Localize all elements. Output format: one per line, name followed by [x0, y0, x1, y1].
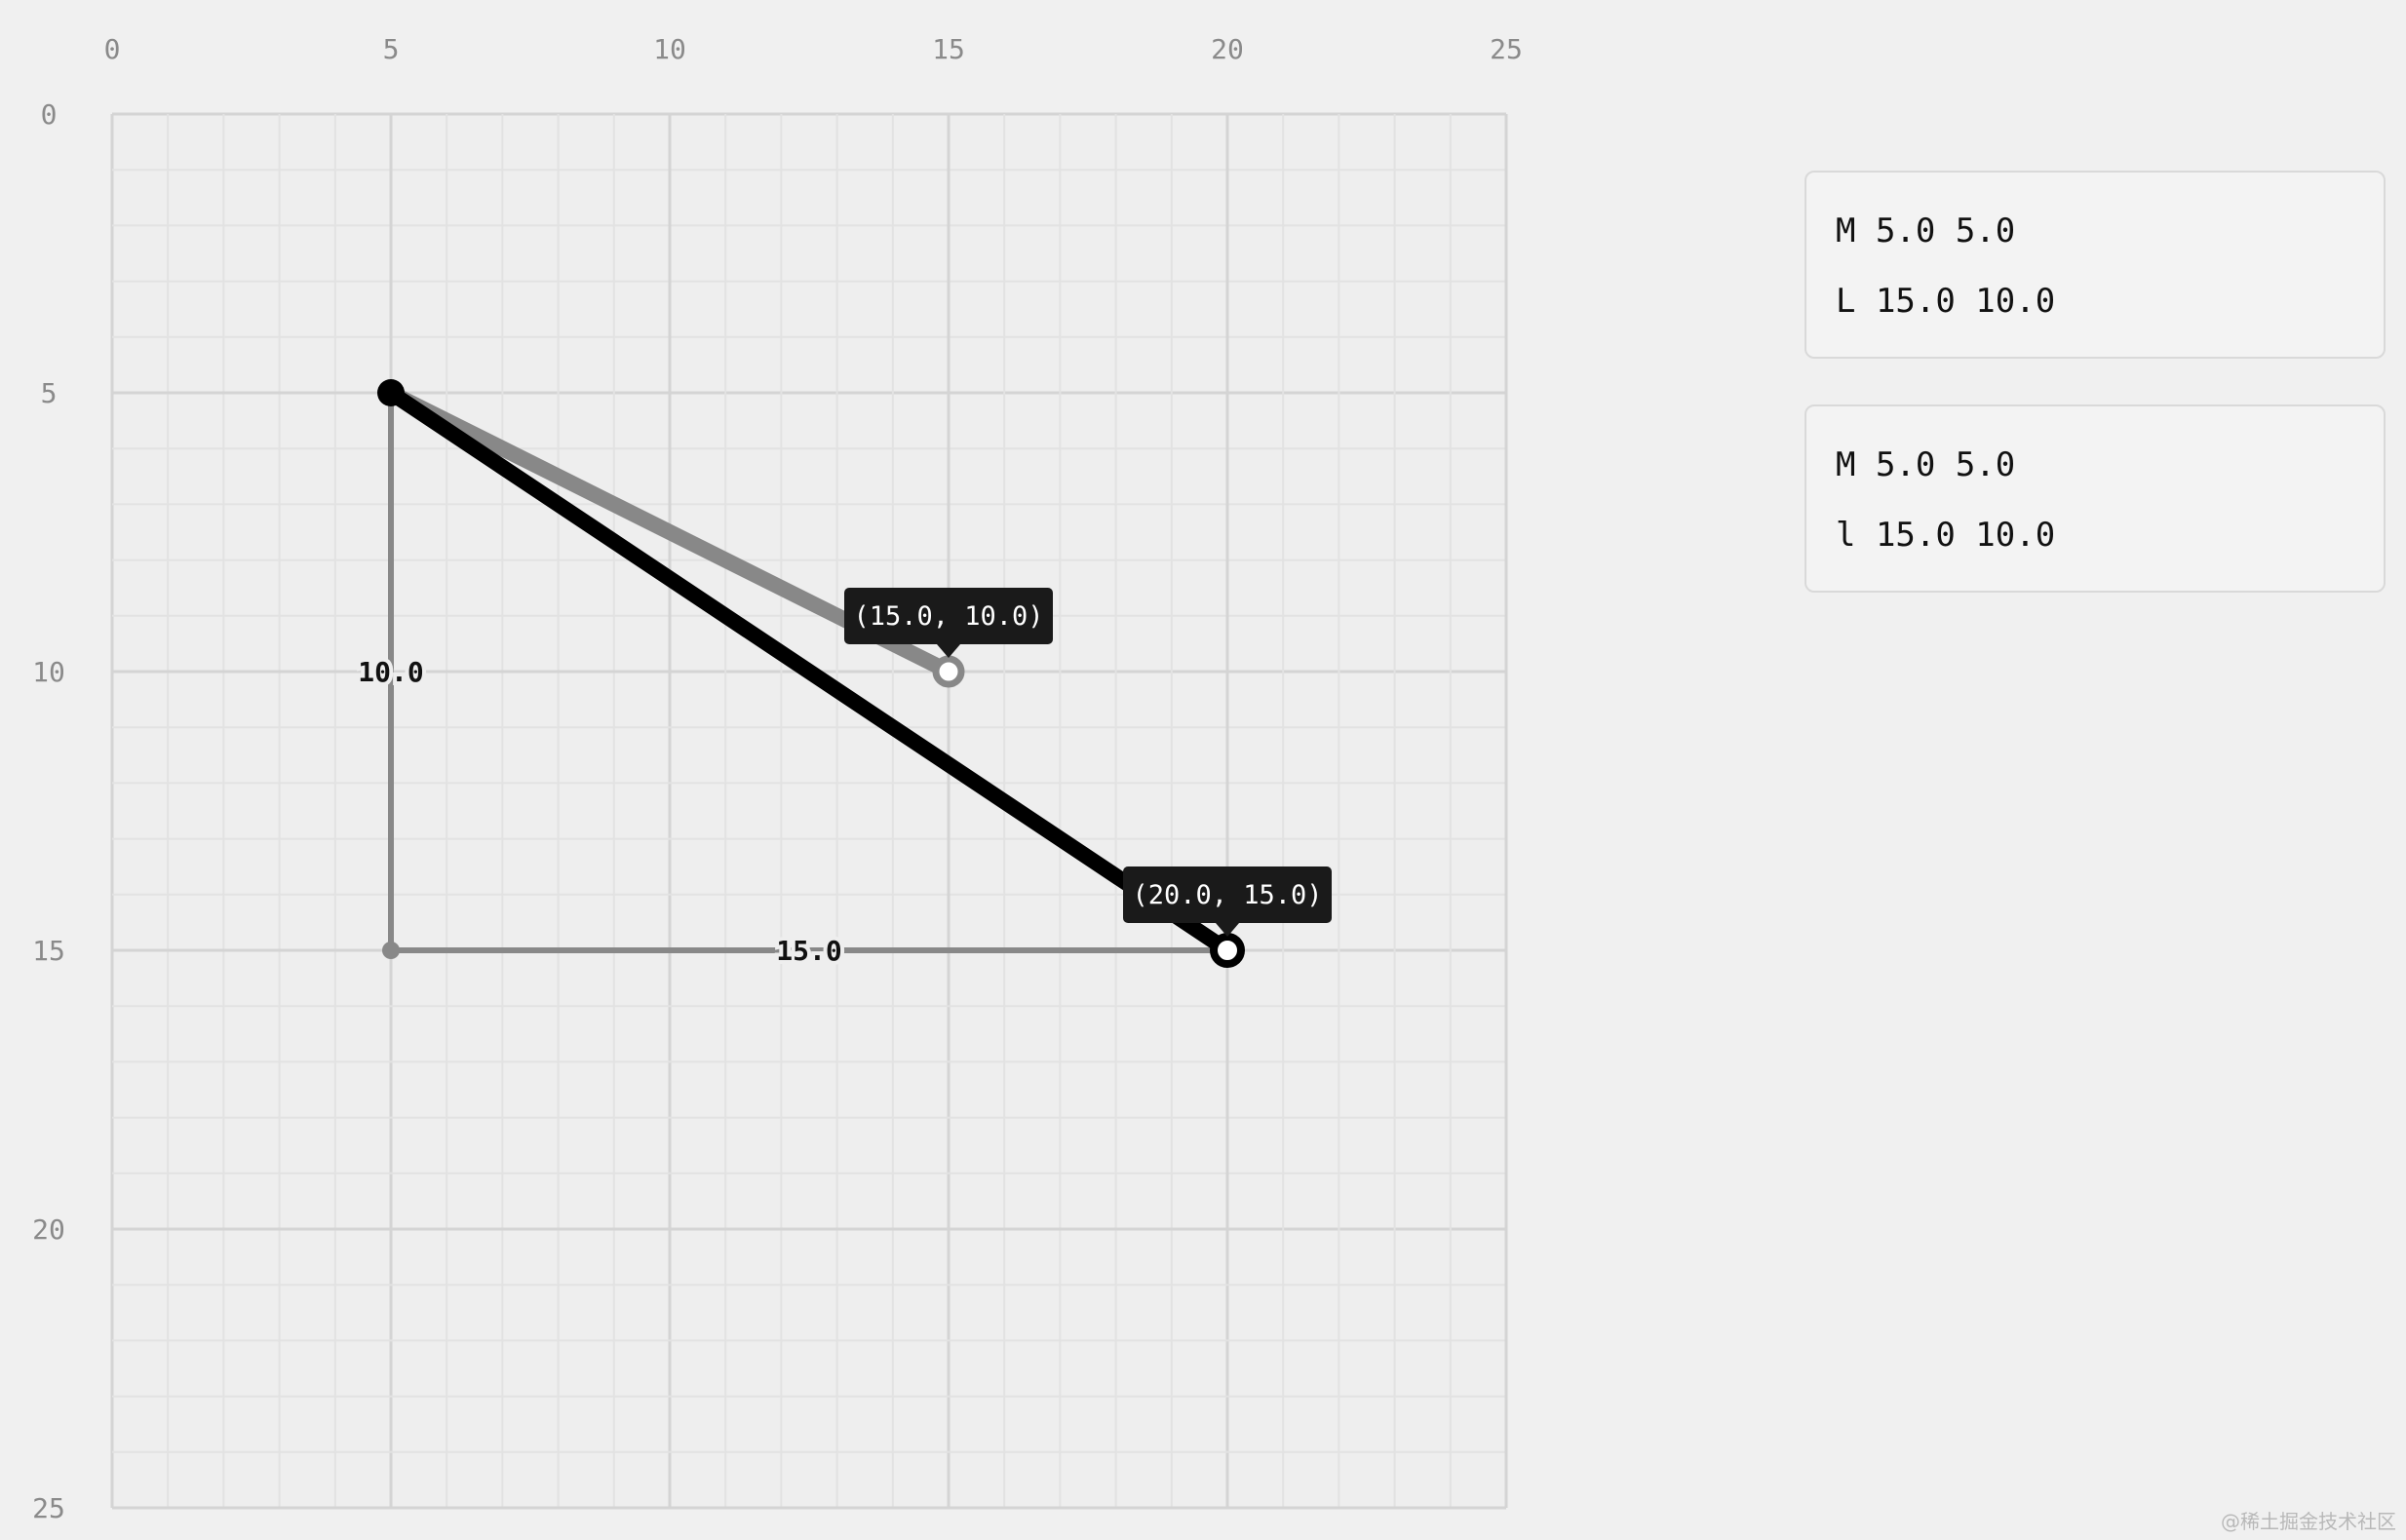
tooltip-box — [1123, 866, 1332, 923]
y-tick-label: 25 — [32, 1492, 65, 1524]
y-tick-label: 0 — [41, 98, 58, 131]
x-tick-label: 5 — [383, 33, 400, 65]
y-tick-label: 10 — [32, 656, 65, 688]
relative-end-tooltip: (20.0, 15.0) — [1123, 866, 1332, 937]
relative-path-line — [383, 385, 1235, 958]
path-points — [377, 379, 1245, 968]
absolute-end-handle[interactable] — [932, 655, 965, 688]
start-point — [377, 379, 405, 406]
command-line-absolute: L 15.0 10.0 — [1836, 282, 2056, 321]
grid — [110, 112, 1508, 1510]
coordinate-tooltips: (15.0, 10.0) (20.0, 15.0) — [844, 588, 1332, 937]
x-tick-label: 10 — [653, 33, 686, 65]
x-tick-label: 0 — [104, 33, 121, 65]
command-move: M 5.0 5.0 — [1836, 212, 2016, 250]
relative-end-handle[interactable] — [1210, 933, 1245, 968]
corner-point — [382, 942, 400, 959]
relative-command-panel: M 5.0 5.0 l 15.0 10.0 — [1804, 404, 2386, 593]
absolute-command-panel: M 5.0 5.0 L 15.0 10.0 — [1804, 171, 2386, 359]
measurement-guides — [382, 393, 1227, 959]
y-tick-label: 20 — [32, 1213, 65, 1246]
y-tick-label: 5 — [41, 377, 58, 409]
axis-labels: 0 5 10 15 20 25 0 5 10 15 20 25 — [32, 33, 1523, 1524]
tooltip-text: (15.0, 10.0) — [853, 601, 1043, 632]
absolute-end-tooltip: (15.0, 10.0) — [844, 588, 1053, 658]
command-move: M 5.0 5.0 — [1836, 445, 2016, 484]
y-tick-label: 15 — [32, 935, 65, 967]
x-tick-label: 25 — [1490, 33, 1523, 65]
vertical-measure-label: 10.0 — [358, 656, 423, 688]
watermark: @稀土掘金技术社区 — [2221, 1510, 2396, 1533]
grid-background — [112, 114, 1506, 1508]
tooltip-box — [844, 588, 1053, 644]
command-line-relative: l 15.0 10.0 — [1836, 516, 2056, 555]
tooltip-text: (20.0, 15.0) — [1132, 880, 1322, 910]
tooltip-arrow — [1216, 923, 1239, 937]
tooltip-arrow — [937, 644, 960, 658]
measure-labels: 10.0 15.0 — [354, 652, 845, 971]
x-tick-label: 20 — [1211, 33, 1244, 65]
horizontal-measure-label: 15.0 — [776, 935, 841, 967]
x-tick-label: 15 — [932, 33, 965, 65]
